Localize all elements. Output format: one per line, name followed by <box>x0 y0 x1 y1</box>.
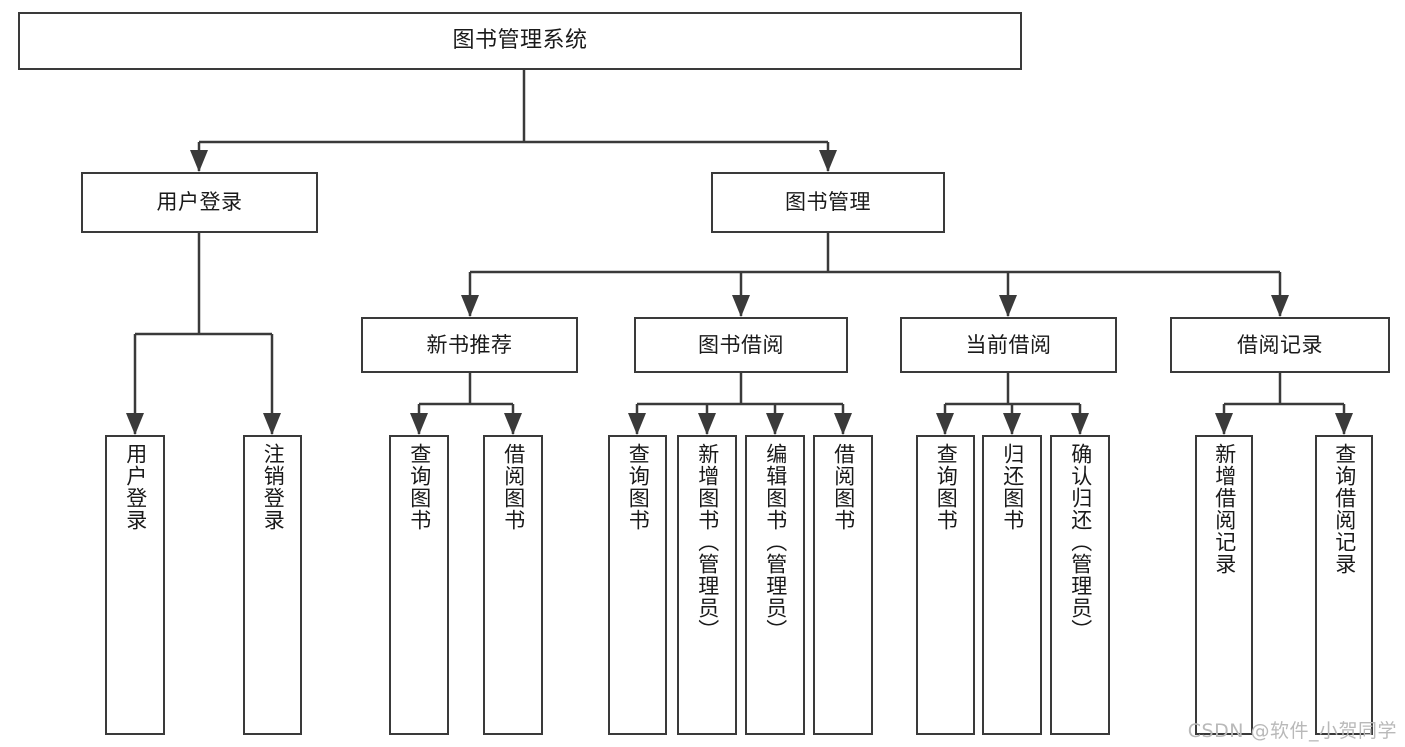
node-user-login-label: 用户登录 <box>156 190 243 215</box>
node-current-borrow[interactable]: 当前借阅 <box>900 317 1117 373</box>
leaf-user-login[interactable]: 用户登录 <box>105 435 165 735</box>
node-new-book-recommend[interactable]: 新书推荐 <box>361 317 578 373</box>
node-user-login[interactable]: 用户登录 <box>81 172 318 233</box>
leaf-return-books-label: 归还图书 <box>1000 443 1025 531</box>
leaf-return-books[interactable]: 归还图书 <box>982 435 1042 735</box>
node-root-label: 图书管理系统 <box>452 28 588 54</box>
node-book-management-label: 图书管理 <box>785 190 871 215</box>
leaf-query-books-borrow-label: 查询图书 <box>626 443 651 531</box>
leaf-query-borrow-record-label: 查询借阅记录 <box>1332 443 1357 575</box>
csdn-watermark: CSDN @软件_小贺同学 <box>1187 720 1397 742</box>
leaf-user-login-label: 用户登录 <box>123 443 148 531</box>
leaf-query-borrow-record[interactable]: 查询借阅记录 <box>1315 435 1373 735</box>
node-book-borrow[interactable]: 图书借阅 <box>634 317 848 373</box>
leaf-add-book-admin[interactable]: 新增图书（管理员） <box>677 435 737 735</box>
leaf-query-books-current[interactable]: 查询图书 <box>916 435 975 735</box>
leaf-borrow-books-recommend[interactable]: 借阅图书 <box>483 435 543 735</box>
leaf-borrow-books-recommend-label: 借阅图书 <box>501 443 526 531</box>
leaf-edit-book-admin[interactable]: 编辑图书（管理员） <box>745 435 805 735</box>
leaf-query-books-borrow[interactable]: 查询图书 <box>608 435 667 735</box>
node-new-book-recommend-label: 新书推荐 <box>426 332 513 357</box>
node-borrow-record-label: 借阅记录 <box>1237 332 1323 357</box>
leaf-add-book-admin-label: 新增图书（管理员） <box>695 443 720 641</box>
leaf-borrow-books-label: 借阅图书 <box>831 443 856 531</box>
node-root[interactable]: 图书管理系统 <box>18 12 1022 70</box>
node-book-borrow-label: 图书借阅 <box>698 332 784 357</box>
leaf-confirm-return-admin-label: 确认归还（管理员） <box>1068 443 1093 641</box>
leaf-edit-book-admin-label: 编辑图书（管理员） <box>763 443 788 641</box>
leaf-query-books-recommend-label: 查询图书 <box>407 443 432 531</box>
node-current-borrow-label: 当前借阅 <box>965 332 1052 357</box>
node-book-management[interactable]: 图书管理 <box>711 172 945 233</box>
leaf-borrow-books[interactable]: 借阅图书 <box>813 435 873 735</box>
leaf-query-books-recommend[interactable]: 查询图书 <box>389 435 449 735</box>
leaf-logout-login-label: 注销登录 <box>261 443 286 531</box>
leaf-confirm-return-admin[interactable]: 确认归还（管理员） <box>1050 435 1110 735</box>
leaf-logout-login[interactable]: 注销登录 <box>243 435 302 735</box>
leaf-query-books-current-label: 查询图书 <box>934 443 959 531</box>
leaf-add-borrow-record[interactable]: 新增借阅记录 <box>1195 435 1253 735</box>
node-borrow-record[interactable]: 借阅记录 <box>1170 317 1390 373</box>
leaf-add-borrow-record-label: 新增借阅记录 <box>1212 443 1237 575</box>
